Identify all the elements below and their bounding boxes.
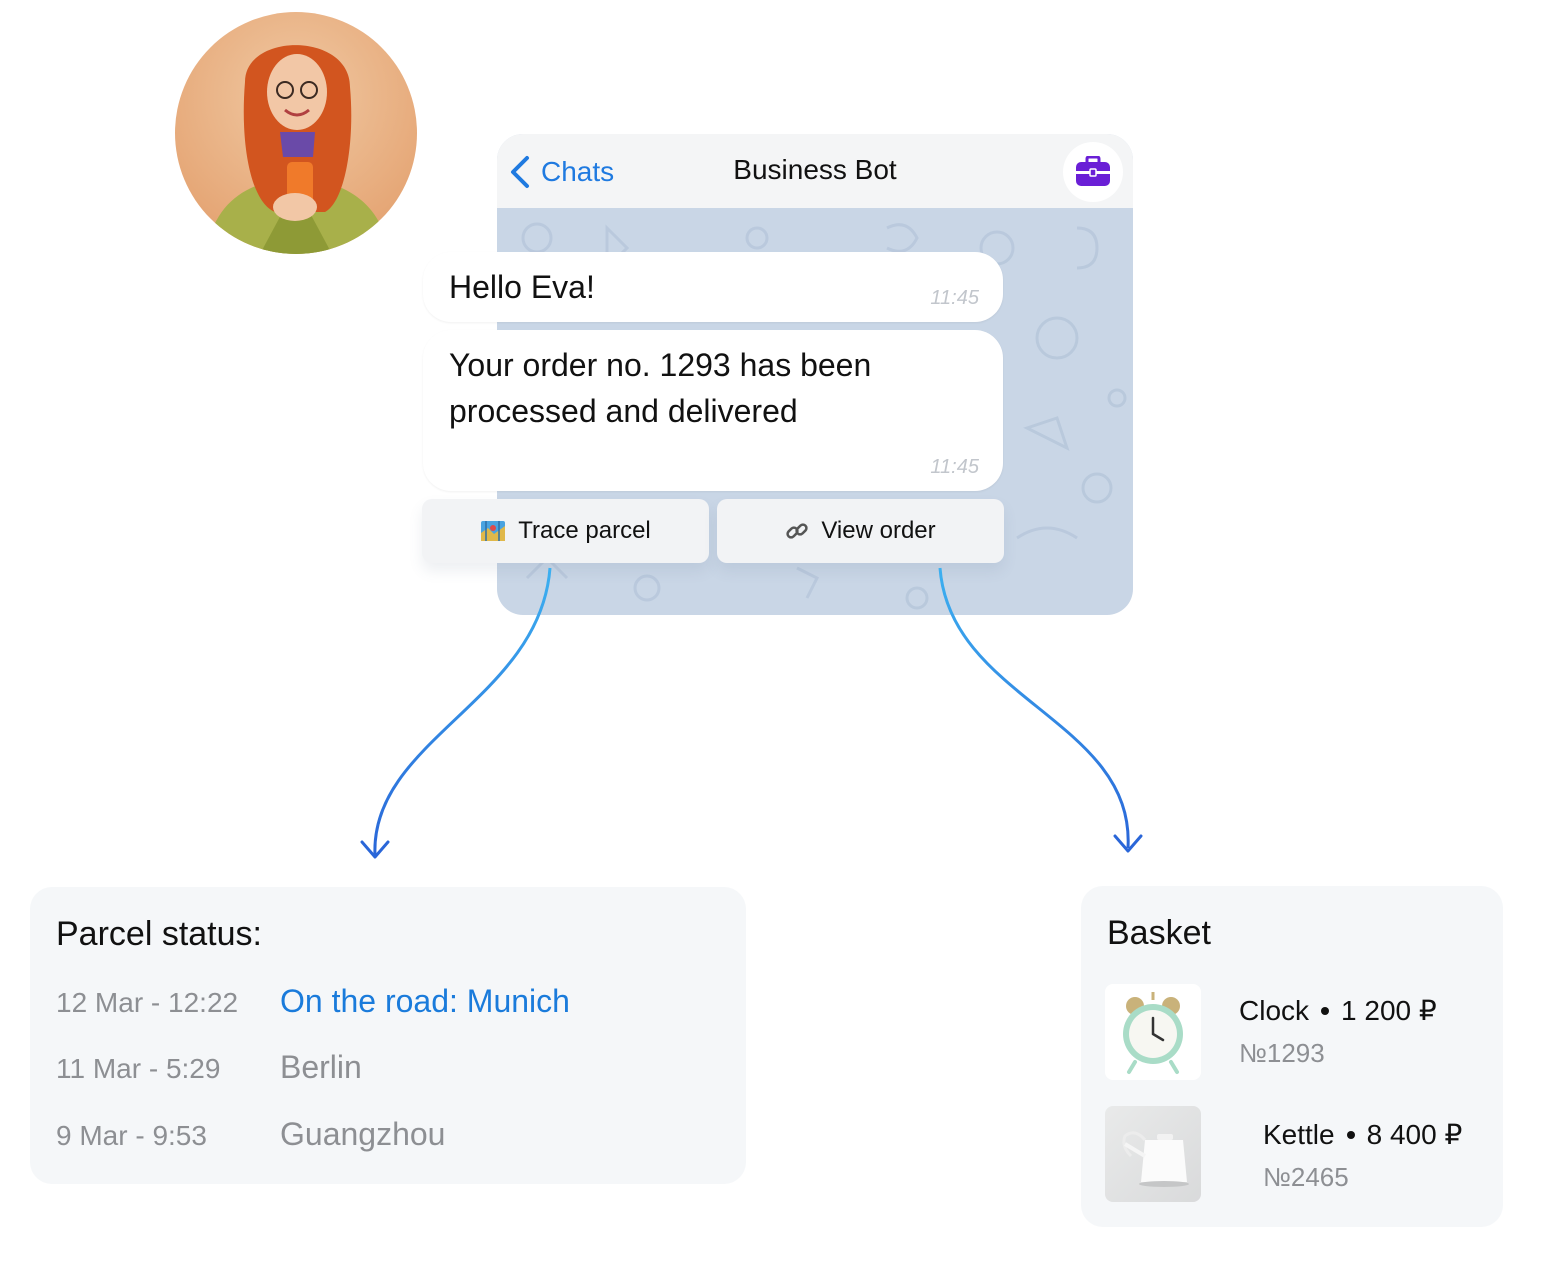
parcel-date: 11 Mar - 5:29 xyxy=(56,1053,221,1084)
kettle-thumbnail xyxy=(1105,1106,1201,1202)
separator-dot xyxy=(1346,1130,1355,1139)
separator-dot xyxy=(1321,1006,1330,1015)
back-button[interactable]: Chats xyxy=(507,152,614,192)
parcel-date: 12 Mar - 12:22 xyxy=(56,987,239,1018)
trace-parcel-button[interactable]: Trace parcel xyxy=(422,499,709,563)
basket-item-line: Kettle 8 400 ₽ xyxy=(1263,1118,1462,1151)
item-number: №2465 xyxy=(1263,1162,1349,1192)
item-number: №1293 xyxy=(1239,1038,1325,1068)
view-order-label: View order xyxy=(821,517,936,544)
parcel-place: Guangzhou xyxy=(280,1116,446,1152)
item-price: 8 400 ₽ xyxy=(1366,1119,1463,1150)
view-order-button[interactable]: View order xyxy=(717,499,1004,563)
chat-wallpaper xyxy=(497,208,1133,615)
parcel-status-title: Parcel status: xyxy=(56,915,262,953)
user-avatar xyxy=(175,12,417,254)
chat-title: Business Bot xyxy=(733,154,897,185)
back-label: Chats xyxy=(541,156,615,187)
basket-title: Basket xyxy=(1107,914,1211,952)
map-icon xyxy=(481,521,506,541)
message-bubble: Your order no. 1293 has been processed a… xyxy=(423,330,1003,491)
clock-thumbnail xyxy=(1105,984,1201,1080)
message-text: Hello Eva! xyxy=(449,269,595,305)
message-bubble: Hello Eva! 11:45 xyxy=(423,252,1003,322)
message-text: Your order no. 1293 has been processed a… xyxy=(449,347,872,429)
briefcase-icon xyxy=(1076,156,1110,186)
parcel-place: On the road: Munich xyxy=(280,983,570,1019)
alarm-clock-icon xyxy=(1123,992,1183,1074)
item-price: 1 200 ₽ xyxy=(1341,995,1437,1026)
message-time: 11:45 xyxy=(930,456,979,478)
chat-header: Chats Business Bot xyxy=(497,134,1133,208)
chevron-left-icon xyxy=(511,156,529,188)
item-name: Clock xyxy=(1239,995,1310,1026)
link-icon xyxy=(786,523,809,539)
message-time: 11:45 xyxy=(930,287,979,309)
bot-badge[interactable] xyxy=(1063,142,1123,202)
trace-parcel-label: Trace parcel xyxy=(518,517,651,544)
item-name: Kettle xyxy=(1263,1119,1335,1150)
parcel-status-card: Parcel status: 12 Mar - 12:22 On the roa… xyxy=(30,887,746,1184)
parcel-place: Berlin xyxy=(280,1049,362,1085)
kettle-icon xyxy=(1122,1131,1189,1187)
basket-item-line: Clock 1 200 ₽ xyxy=(1239,994,1437,1027)
woman-with-phone-illustration xyxy=(205,45,390,254)
parcel-date: 9 Mar - 9:53 xyxy=(56,1120,207,1151)
